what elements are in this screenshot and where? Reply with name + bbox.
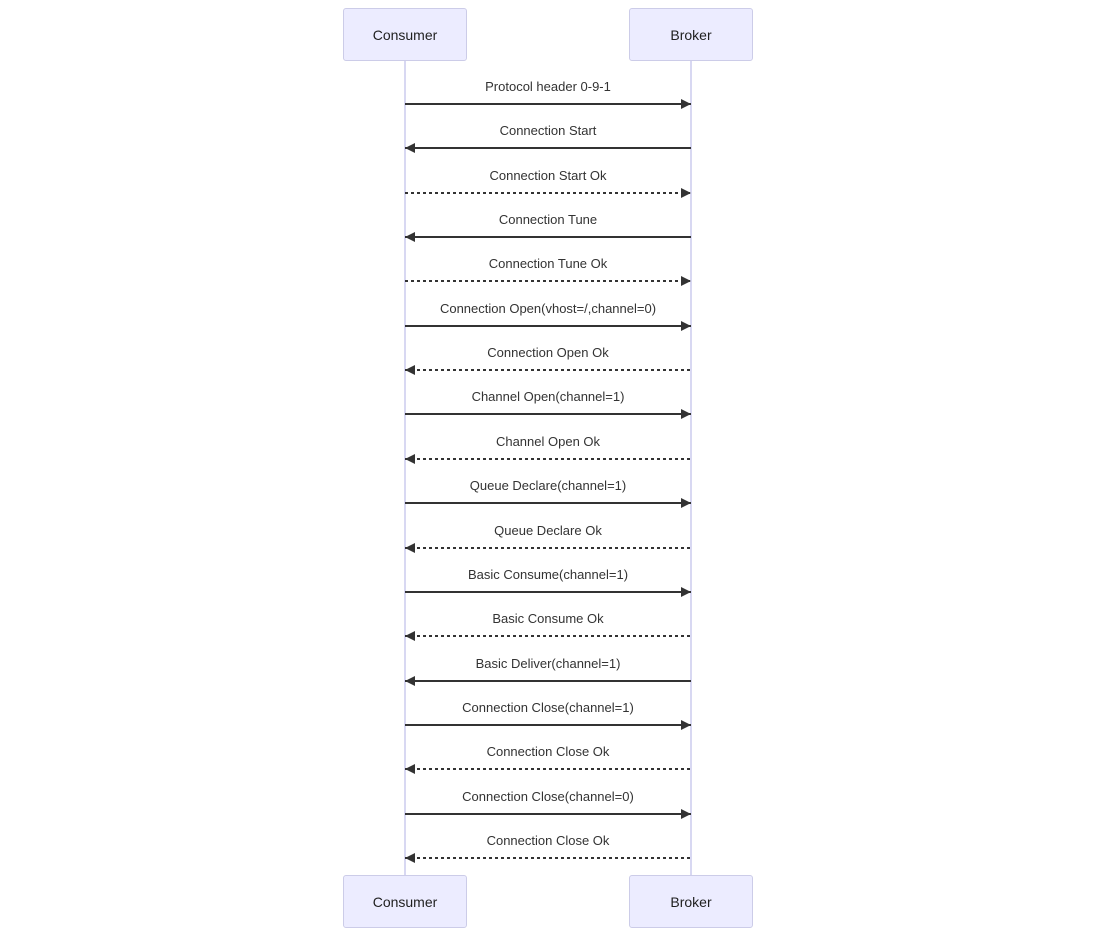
message-label: Connection Close(channel=1) xyxy=(462,700,634,715)
message-row: Connection Tune xyxy=(405,210,691,242)
message-row: Basic Consume(channel=1) xyxy=(405,565,691,597)
message-row: Connection Close Ok xyxy=(405,831,691,863)
arrowhead-icon xyxy=(405,365,415,375)
lifeline-consumer xyxy=(404,61,406,875)
lifeline-broker xyxy=(690,61,692,875)
arrowhead-icon xyxy=(681,809,691,819)
arrowhead-icon xyxy=(681,321,691,331)
arrowhead-icon xyxy=(405,454,415,464)
message-line xyxy=(405,676,691,686)
message-line xyxy=(405,543,691,553)
message-line xyxy=(405,587,691,597)
message-row: Connection Start Ok xyxy=(405,166,691,198)
message-label: Basic Deliver(channel=1) xyxy=(475,656,621,671)
message-row: Channel Open(channel=1) xyxy=(405,387,691,419)
message-label: Protocol header 0-9-1 xyxy=(485,79,611,94)
message-line xyxy=(405,498,691,508)
message-label: Queue Declare(channel=1) xyxy=(469,478,627,493)
message-line xyxy=(405,232,691,242)
actor-consumer-label: Consumer xyxy=(372,893,438,910)
actor-broker-label: Broker xyxy=(670,26,712,43)
message-line xyxy=(405,809,691,819)
arrowhead-icon xyxy=(405,232,415,242)
message-row: Basic Deliver(channel=1) xyxy=(405,654,691,686)
actor-broker-bottom: Broker xyxy=(629,875,753,928)
arrowhead-icon xyxy=(405,764,415,774)
message-line xyxy=(405,276,691,286)
arrowhead-icon xyxy=(681,720,691,730)
message-label: Connection Tune Ok xyxy=(488,256,608,271)
message-line xyxy=(405,720,691,730)
arrowhead-icon xyxy=(681,498,691,508)
arrowhead-icon xyxy=(681,276,691,286)
message-row: Connection Open(vhost=/,channel=0) xyxy=(405,299,691,331)
actor-consumer-top: Consumer xyxy=(343,8,467,61)
message-row: Basic Consume Ok xyxy=(405,609,691,641)
message-label: Connection Open Ok xyxy=(487,345,609,360)
message-row: Connection Start xyxy=(405,121,691,153)
message-label: Queue Declare Ok xyxy=(494,523,602,538)
arrowhead-icon xyxy=(405,676,415,686)
message-line xyxy=(405,454,691,464)
message-line xyxy=(405,631,691,641)
actor-consumer-label: Consumer xyxy=(372,26,438,43)
message-label: Connection Open(vhost=/,channel=0) xyxy=(439,301,657,316)
message-label: Connection Close Ok xyxy=(486,833,610,848)
message-label: Connection Start Ok xyxy=(489,168,607,183)
message-label: Connection Start xyxy=(499,123,597,138)
arrowhead-icon xyxy=(405,543,415,553)
message-row: Connection Close(channel=0) xyxy=(405,787,691,819)
message-row: Channel Open Ok xyxy=(405,432,691,464)
arrowhead-icon xyxy=(405,143,415,153)
message-label: Connection Close Ok xyxy=(486,744,610,759)
message-line xyxy=(405,365,691,375)
message-label: Basic Consume(channel=1) xyxy=(467,567,629,582)
message-line xyxy=(405,764,691,774)
message-line xyxy=(405,99,691,109)
message-row: Connection Close Ok xyxy=(405,742,691,774)
message-line xyxy=(405,143,691,153)
message-row: Connection Open Ok xyxy=(405,343,691,375)
message-line xyxy=(405,188,691,198)
actor-broker-label: Broker xyxy=(670,893,712,910)
message-label: Channel Open(channel=1) xyxy=(471,389,625,404)
actor-consumer-bottom: Consumer xyxy=(343,875,467,928)
arrowhead-icon xyxy=(681,409,691,419)
message-line xyxy=(405,321,691,331)
message-line xyxy=(405,409,691,419)
message-line xyxy=(405,853,691,863)
arrowhead-icon xyxy=(405,631,415,641)
arrowhead-icon xyxy=(681,587,691,597)
message-label: Basic Consume Ok xyxy=(492,611,604,626)
message-label: Channel Open Ok xyxy=(495,434,601,449)
message-row: Connection Close(channel=1) xyxy=(405,698,691,730)
message-row: Queue Declare(channel=1) xyxy=(405,476,691,508)
actor-broker-top: Broker xyxy=(629,8,753,61)
message-row: Queue Declare Ok xyxy=(405,521,691,553)
message-label: Connection Close(channel=0) xyxy=(462,789,634,804)
message-row: Connection Tune Ok xyxy=(405,254,691,286)
message-label: Connection Tune xyxy=(498,212,598,227)
arrowhead-icon xyxy=(681,188,691,198)
arrowhead-icon xyxy=(405,853,415,863)
message-row: Protocol header 0-9-1 xyxy=(405,77,691,109)
arrowhead-icon xyxy=(681,99,691,109)
